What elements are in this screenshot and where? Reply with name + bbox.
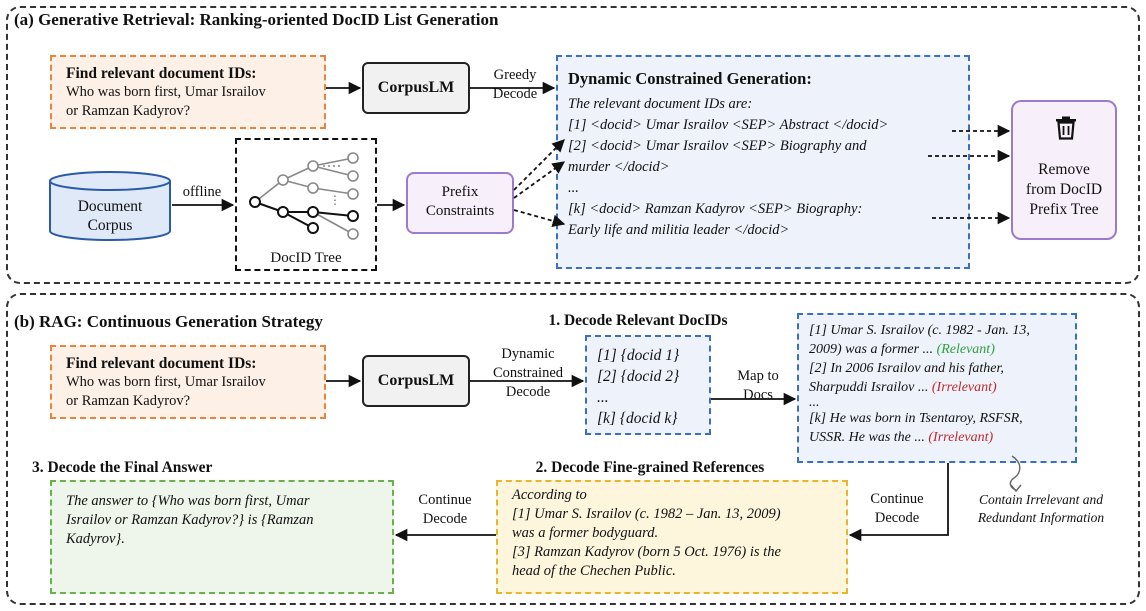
continue2-line1: Continue xyxy=(418,492,472,508)
svg-text:⋮: ⋮ xyxy=(329,193,341,207)
dyn-line-1: [1] <docid> Umar Israilov <SEP> Abstract… xyxy=(568,117,889,133)
docid-tree-label: DocID Tree xyxy=(270,250,342,266)
map-line1: Map to xyxy=(737,368,779,384)
continue1-line2: Decode xyxy=(874,510,920,526)
ref-line-4: [3] Ramzan Kadyrov (born 5 Oct. 1976) is… xyxy=(512,544,781,560)
docs-line-7: USSR. He was the ... (Irrelevant) xyxy=(809,428,1075,447)
docs-line-3: [2] In 2006 Israilov and his father, xyxy=(809,361,1004,376)
docs-line-6: [k] He was born in Tsentaroy, RSFSR, xyxy=(809,411,1023,426)
docs-line-4-text: Sharpuddi Israilov ... xyxy=(809,380,932,395)
dyn-title: Dynamic Constrained Generation: xyxy=(568,69,812,88)
dyn-line-6: Early life and militia leader </docid> xyxy=(568,222,790,238)
relevant-tag-1: (Relevant) xyxy=(936,342,995,357)
prefix-label: Prefix Constraints xyxy=(408,183,512,221)
greedy-line1: Greedy xyxy=(493,67,537,83)
answer-box: The answer to {Who was born first, Umar … xyxy=(50,480,394,594)
prefix-line1: Prefix xyxy=(441,184,479,200)
prefix-line2: Constraints xyxy=(425,203,495,219)
ref-line-2: [1] Umar S. Israilov (c. 1982 – Jan. 13,… xyxy=(512,506,781,522)
dyn-line-5: [k] <docid> Ramzan Kadyrov <SEP> Biograp… xyxy=(568,201,863,217)
remove-line1: Remove xyxy=(1038,161,1090,178)
remove-line3: Prefix Tree xyxy=(1029,201,1099,218)
dcd-line1: Dynamic xyxy=(501,346,555,362)
continue-decode-label-2: Continue Decode xyxy=(402,491,488,529)
continue1-line1: Continue xyxy=(870,491,924,507)
corpus-line1: Document xyxy=(77,198,143,215)
greedy-decode-label: Greedy Decode xyxy=(480,66,550,104)
irrelevant-note: Contain Irrelevant and Redundant Informa… xyxy=(958,491,1124,527)
docid-tree-box xyxy=(235,138,377,271)
docid-line-3: ... xyxy=(597,389,609,406)
tree-icon: ⋮ xyxy=(249,152,359,240)
curly-note-arrow xyxy=(1009,455,1021,491)
ans-line-3: Kadyrov}. xyxy=(66,531,125,547)
query-line2-b: or Ramzan Kadyrov? xyxy=(66,393,191,409)
query-heading-b: Find relevant document IDs: xyxy=(66,355,257,372)
step1-title: 1. Decode Relevant DocIDs xyxy=(548,312,728,329)
query-box-a: Find relevant document IDs: Who was born… xyxy=(50,55,326,129)
database-icon xyxy=(49,171,171,241)
panel-b-title: (b) RAG: Continuous Generation Strategy xyxy=(14,312,323,331)
curly-note-arrowhead xyxy=(1010,484,1022,493)
dyn-line-4: ... xyxy=(568,180,579,196)
continue-decode-label-1: Continue Decode xyxy=(852,490,942,528)
document-corpus-label: Document Corpus xyxy=(48,197,172,235)
docs-line-5: ... xyxy=(809,395,820,410)
query-line1-b: Who was born first, Umar Israilov xyxy=(66,374,266,390)
remove-line2: from DocID xyxy=(1025,181,1103,198)
irrelevant-tag-2: (Irrelevant) xyxy=(928,430,994,445)
ans-line-1: The answer to {Who was born first, Umar xyxy=(66,493,310,509)
note-line2: Redundant Information xyxy=(977,510,1105,525)
docs-box: [1] Umar S. Israilov (c. 1982 - Jan. 13,… xyxy=(797,313,1077,463)
docid-line-2: [2] {docid 2} xyxy=(597,368,680,385)
dyn-intro: The relevant document IDs are: xyxy=(568,96,753,112)
ref-line-1: According to xyxy=(512,487,587,503)
remove-box: Remove from DocID Prefix Tree xyxy=(1011,100,1117,240)
dyn-line-3: murder </docid> xyxy=(568,159,670,175)
docid-line-1: [1] {docid 1} xyxy=(597,347,680,364)
greedy-line2: Decode xyxy=(492,86,538,102)
corpus-line2: Corpus xyxy=(87,217,133,234)
panel-a-title: (a) Generative Retrieval: Ranking-orient… xyxy=(14,10,499,29)
dynamic-generation-box: Dynamic Constrained Generation: The rele… xyxy=(556,55,970,269)
docs-line-4: Sharpuddi Israilov ... (Irrelevant) xyxy=(809,378,1075,397)
ref-line-3: was a former bodyguard. xyxy=(512,525,659,541)
query-line1-a: Who was born first, Umar Israilov xyxy=(66,84,266,100)
corpuslm-box-b: CorpusLM xyxy=(362,355,470,407)
dyn-line-2: [2] <docid> Umar Israilov <SEP> Biograph… xyxy=(568,138,867,154)
dcd-line2: Constrained xyxy=(492,365,564,381)
arrow-docs-to-references xyxy=(848,463,949,542)
prefix-constraints-box: Prefix Constraints xyxy=(406,172,514,234)
docid-line-4: [k] {docid k} xyxy=(597,410,678,427)
docs-line-2-text: 2009) was a former ... xyxy=(809,342,937,357)
ref-line-5: head of the Chechen Public. xyxy=(512,563,676,579)
docs-line-2: 2009) was a former ... (Relevant) xyxy=(809,340,1075,359)
offline-label: offline xyxy=(182,184,222,200)
step3-title: 3. Decode the Final Answer xyxy=(32,459,213,476)
docs-line-7-text: USSR. He was the ... xyxy=(809,430,929,445)
panel-generative-retrieval xyxy=(6,6,1140,284)
dcd-line3: Decode xyxy=(505,384,551,400)
corpuslm-box-a: CorpusLM xyxy=(362,62,470,114)
ans-line-2: Israilov or Ramzan Kadyrov?} is {Ramzan xyxy=(66,512,314,528)
trash-icon xyxy=(1056,116,1076,140)
references-box: According to [1] Umar S. Israilov (c. 19… xyxy=(496,480,848,594)
arrow-prefix-to-docid-1 xyxy=(513,139,565,191)
panel-rag xyxy=(6,293,1140,605)
step2-title: 2. Decode Fine-grained References xyxy=(535,459,765,476)
note-line1: Contain Irrelevant and xyxy=(979,492,1103,507)
continue2-line2: Decode xyxy=(422,511,468,527)
arrow-prefix-to-docid-k xyxy=(513,209,566,228)
query-box-b: Find relevant document IDs: Who was born… xyxy=(50,345,326,419)
dynamic-constrained-decode-label: Dynamic Constrained Decode xyxy=(480,345,576,402)
arrow-prefix-to-docid-2 xyxy=(513,161,566,199)
remove-label: Remove from DocID Prefix Tree xyxy=(1013,160,1115,220)
irrelevant-tag-1: (Irrelevant) xyxy=(931,380,997,395)
docs-line-1: [1] Umar S. Israilov (c. 1982 - Jan. 13, xyxy=(809,323,1030,338)
docid-list-box: [1] {docid 1} [2] {docid 2} ... [k] {doc… xyxy=(585,335,711,435)
query-heading-a: Find relevant document IDs: xyxy=(66,65,257,82)
query-line2-a: or Ramzan Kadyrov? xyxy=(66,103,191,119)
